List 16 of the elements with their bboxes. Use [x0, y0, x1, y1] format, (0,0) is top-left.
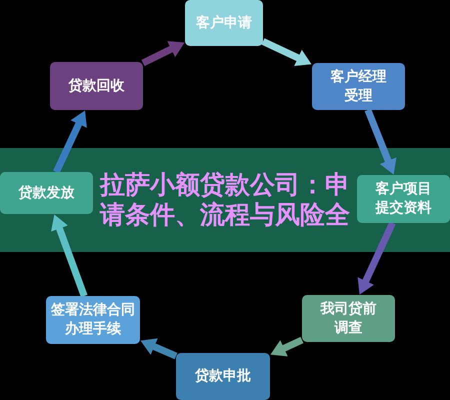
process-box: 贷款回收 [50, 62, 143, 110]
arrow [140, 338, 178, 360]
arrow [358, 222, 396, 295]
arrow [141, 41, 185, 66]
process-box: 贷款发放 [0, 172, 93, 214]
arrow [53, 110, 87, 174]
arrow [270, 336, 304, 356]
arrow [262, 38, 312, 66]
process-box: 贷款申批 [176, 353, 270, 400]
arrow [364, 108, 396, 175]
process-box: 客户项目提交资料 [357, 175, 450, 223]
process-box: 我司贷前调查 [302, 295, 395, 342]
process-box: 客户经理受理 [312, 63, 405, 110]
process-box: 客户申请 [185, 0, 263, 46]
title: 拉萨小额贷款公司：申请条件、流程与风险全 [98, 170, 351, 230]
process-box: 签署法律合同办理手续 [46, 296, 140, 344]
